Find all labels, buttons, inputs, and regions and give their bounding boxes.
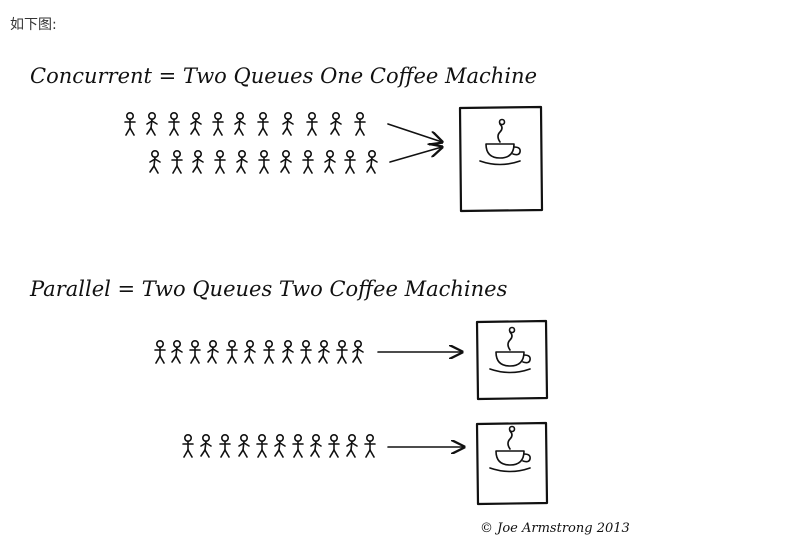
parallel-coffee-machine-2 (475, 421, 549, 506)
concurrent-queue-1 (124, 112, 366, 136)
concurrent-coffee-machine (458, 105, 544, 213)
caption: 如下图: (10, 17, 57, 33)
concurrent-arrow-2 (389, 147, 442, 163)
parallel-queue-1 (154, 339, 364, 364)
parallel-queue-2 (182, 433, 376, 458)
concurrent-queue-2 (149, 150, 378, 174)
parallel-heading: Parallel = Two Queues Two Coffee Machine… (29, 277, 508, 301)
credit-text: © Joe Armstrong 2013 (480, 521, 630, 536)
parallel-coffee-machine-1 (475, 319, 549, 401)
concurrent-arrow-1 (387, 123, 442, 142)
concurrency-vs-parallelism-diagram: Concurrent = Two Queues One Coffee Machi… (0, 40, 800, 559)
concurrent-heading: Concurrent = Two Queues One Coffee Machi… (30, 64, 537, 88)
